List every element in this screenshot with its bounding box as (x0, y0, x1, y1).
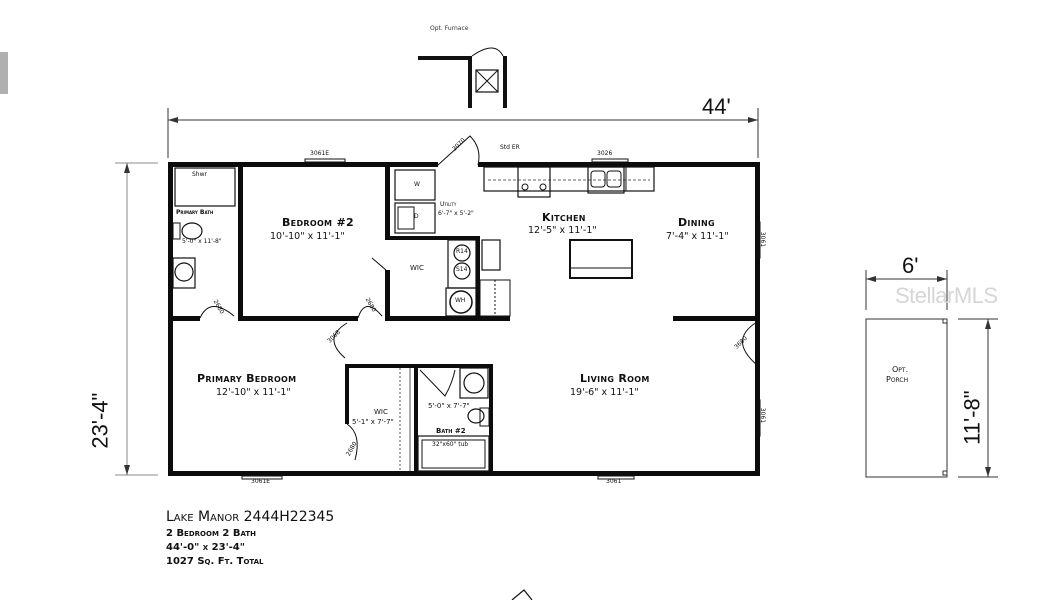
window-label-dining: 3061 (759, 231, 767, 248)
plan-title: Lake Manor 2444H22345 (166, 509, 335, 525)
bath2-tub-label: 32"x60" tub (432, 441, 469, 448)
bedroom2-dim: 10'-10" x 11'-1" (270, 231, 345, 242)
std-er-label: Std ER (500, 144, 520, 151)
dining-name: Dining (678, 216, 715, 229)
watermark: StellarMLS (895, 283, 998, 308)
dryer-label: D (414, 213, 419, 220)
primary-wic-dim: 5'-1" x 7'-7" (352, 418, 394, 426)
primary-bath-name: Primary Bath (176, 209, 214, 216)
s14-label: S14 (456, 266, 468, 273)
furnace-label: Opt. Furnace (430, 25, 469, 32)
primary-bath-dim: 5'-0" x 11'-8" (182, 238, 222, 245)
water-heater-label: WH (455, 297, 466, 304)
utility-name: Utility (440, 201, 457, 208)
r14-label: R14 (456, 248, 468, 255)
plan-area: 1027 Sq. Ft. Total (166, 556, 264, 567)
porch-name-line1: Opt. (892, 365, 909, 374)
bath2-name: Bath #2 (436, 427, 466, 435)
porch-depth-label: 11'-8" (959, 390, 985, 445)
kitchen-name: Kitchen (542, 211, 586, 224)
overall-width-label: 44' (702, 94, 731, 119)
scroll-tab (0, 52, 8, 94)
bedroom2-name: Bedroom #2 (282, 216, 354, 229)
living-room-dim: 19'-6" x 11'-1" (570, 387, 639, 398)
plan-bed-bath: 2 Bedroom 2 Bath (166, 528, 256, 539)
porch-name-line2: Porch (886, 375, 909, 384)
kitchen-dim: 12'-5" x 11'-1" (528, 225, 597, 236)
overall-depth-label: 23'-4" (87, 392, 113, 449)
window-label-bottom-right: 3061 (606, 478, 622, 485)
window-label-top-left: 3061E (310, 150, 330, 157)
washer-label: W (414, 181, 420, 188)
primary-bedroom-dim: 12'-10" x 11'-1" (216, 387, 291, 398)
window-label-living: 3061 (759, 407, 767, 424)
plan-size: 44'-0" x 23'-4" (166, 542, 245, 553)
living-room-name: Living Room (580, 372, 650, 385)
shower-label: Shwr (192, 171, 207, 178)
bath2-dim: 5'-0" x 7'-7" (428, 402, 470, 410)
primary-wic-name: WIC (374, 408, 388, 416)
primary-bedroom-name: Primary Bedroom (197, 372, 297, 385)
dining-dim: 7'-4" x 11'-1" (666, 231, 729, 242)
window-label-bottom-left: 3061E (251, 478, 271, 485)
wic-small-name: WIC (410, 264, 424, 272)
utility-dim: 6'-7" x 5'-2" (438, 210, 474, 217)
porch-width-label: 6' (902, 253, 919, 278)
window-label-kitchen: 3026 (597, 150, 613, 157)
